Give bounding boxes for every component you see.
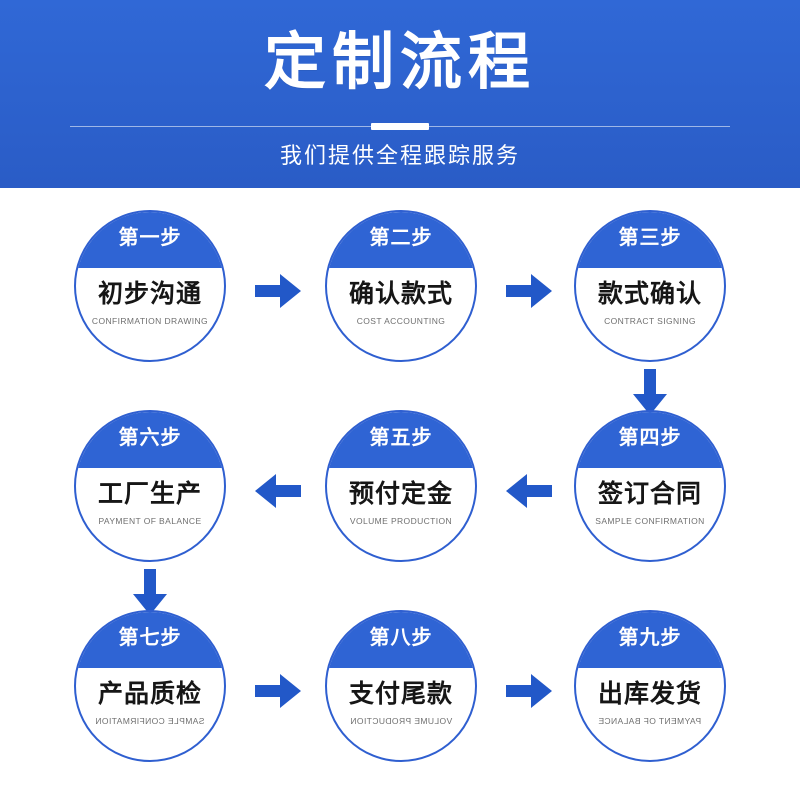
flow-step-1[interactable]: 第一步 初步沟通 CONFIRMATION DRAWING: [74, 210, 226, 362]
page-header-banner: 定制流程 我们提供全程跟踪服务: [0, 0, 800, 188]
flow-step-9-cap: 第九步: [576, 612, 724, 668]
flow-step-6-step-label: 第六步: [118, 427, 182, 449]
flow-step-8-step-label: 第八步: [369, 627, 433, 649]
flow-step-2-subtitle: COST ACCOUNTING: [356, 316, 446, 326]
flow-step-6-cap: 第六步: [76, 412, 224, 468]
flow-step-5-subtitle: VOLUME PRODUCTION: [349, 516, 453, 526]
arrow-step2-to-step3-icon: [506, 274, 552, 308]
flow-step-4[interactable]: 第四步 签订合同 SAMPLE CONFIRMATION: [574, 410, 726, 562]
header-divider: [70, 123, 730, 130]
flow-step-3-step-label: 第三步: [618, 227, 682, 249]
flow-step-7[interactable]: 第七步 产品质检 SAMPLE CONFIRMATION: [74, 610, 226, 762]
flow-step-8-cap: 第八步: [327, 612, 475, 668]
flow-step-7-body: 产品质检 SAMPLE CONFIRMATION: [76, 668, 224, 760]
flow-step-9[interactable]: 第九步 出库发货 PAYMENT OF BALANCE: [574, 610, 726, 762]
flow-step-1-body: 初步沟通 CONFIRMATION DRAWING: [76, 268, 224, 360]
flow-step-6-subtitle: PAYMENT OF BALANCE: [98, 516, 202, 526]
arrow-step6-to-step7-icon: [133, 569, 167, 615]
flow-step-2-step-label: 第二步: [369, 227, 433, 249]
arrow-step1-to-step2-icon: [255, 274, 301, 308]
flow-step-5-title: 预付定金: [348, 480, 453, 508]
flow-step-7-cap: 第七步: [76, 612, 224, 668]
flow-step-3[interactable]: 第三步 款式确认 CONTRACT SIGNING: [574, 210, 726, 362]
flow-step-1-subtitle: CONFIRMATION DRAWING: [91, 316, 209, 326]
arrow-step8-to-step9-icon: [506, 674, 552, 708]
flow-step-3-cap: 第三步: [576, 212, 724, 268]
flow-step-9-step-label: 第九步: [618, 627, 682, 649]
flow-step-5-step-label: 第五步: [369, 427, 433, 449]
flow-step-9-subtitle: PAYMENT OF BALANCE: [598, 716, 702, 726]
flow-step-3-body: 款式确认 CONTRACT SIGNING: [576, 268, 724, 360]
flow-step-4-subtitle: SAMPLE CONFIRMATION: [595, 516, 705, 526]
flow-step-4-title: 签订合同: [597, 480, 702, 508]
arrow-step7-to-step8-icon: [255, 674, 301, 708]
flow-step-5-cap: 第五步: [327, 412, 475, 468]
flow-step-6[interactable]: 第六步 工厂生产 PAYMENT OF BALANCE: [74, 410, 226, 562]
flow-step-7-title: 产品质检: [97, 680, 202, 708]
arrow-step3-to-step4-icon: [633, 369, 667, 415]
flow-step-2-cap: 第二步: [327, 212, 475, 268]
flow-step-2-body: 确认款式 COST ACCOUNTING: [327, 268, 475, 360]
arrow-step5-to-step6-icon: [255, 474, 301, 508]
flow-step-5-body: 预付定金 VOLUME PRODUCTION: [327, 468, 475, 560]
flow-step-6-body: 工厂生产 PAYMENT OF BALANCE: [76, 468, 224, 560]
flow-step-8-body: 支付尾款 VOLUME PRODUCTION: [327, 668, 475, 760]
flow-step-4-step-label: 第四步: [618, 427, 682, 449]
flow-step-9-body: 出库发货 PAYMENT OF BALANCE: [576, 668, 724, 760]
flow-step-8-title: 支付尾款: [348, 680, 453, 708]
flow-step-3-title: 款式确认: [597, 280, 702, 308]
flow-step-4-cap: 第四步: [576, 412, 724, 468]
flow-step-6-title: 工厂生产: [97, 480, 202, 508]
header-divider-dash: [371, 123, 429, 130]
process-flow-diagram: 第一步 初步沟通 CONFIRMATION DRAWING 第二步 确认款式 C…: [0, 188, 800, 800]
flow-step-5[interactable]: 第五步 预付定金 VOLUME PRODUCTION: [325, 410, 477, 562]
page-title: 定制流程: [263, 28, 536, 97]
flow-step-3-subtitle: CONTRACT SIGNING: [604, 316, 696, 326]
flow-step-2[interactable]: 第二步 确认款式 COST ACCOUNTING: [325, 210, 477, 362]
flow-step-1-cap: 第一步: [76, 212, 224, 268]
flow-step-9-title: 出库发货: [597, 680, 702, 708]
flow-step-2-title: 确认款式: [348, 280, 453, 308]
flow-step-8[interactable]: 第八步 支付尾款 VOLUME PRODUCTION: [325, 610, 477, 762]
arrow-step4-to-step5-icon: [506, 474, 552, 508]
flow-step-1-step-label: 第一步: [118, 227, 182, 249]
flow-step-1-title: 初步沟通: [97, 280, 202, 308]
flow-step-4-body: 签订合同 SAMPLE CONFIRMATION: [576, 468, 724, 560]
page-subtitle: 我们提供全程跟踪服务: [279, 143, 520, 168]
flow-step-7-step-label: 第七步: [118, 627, 182, 649]
flow-step-8-subtitle: VOLUME PRODUCTION: [349, 716, 453, 726]
flow-step-7-subtitle: SAMPLE CONFIRMATION: [95, 716, 205, 726]
